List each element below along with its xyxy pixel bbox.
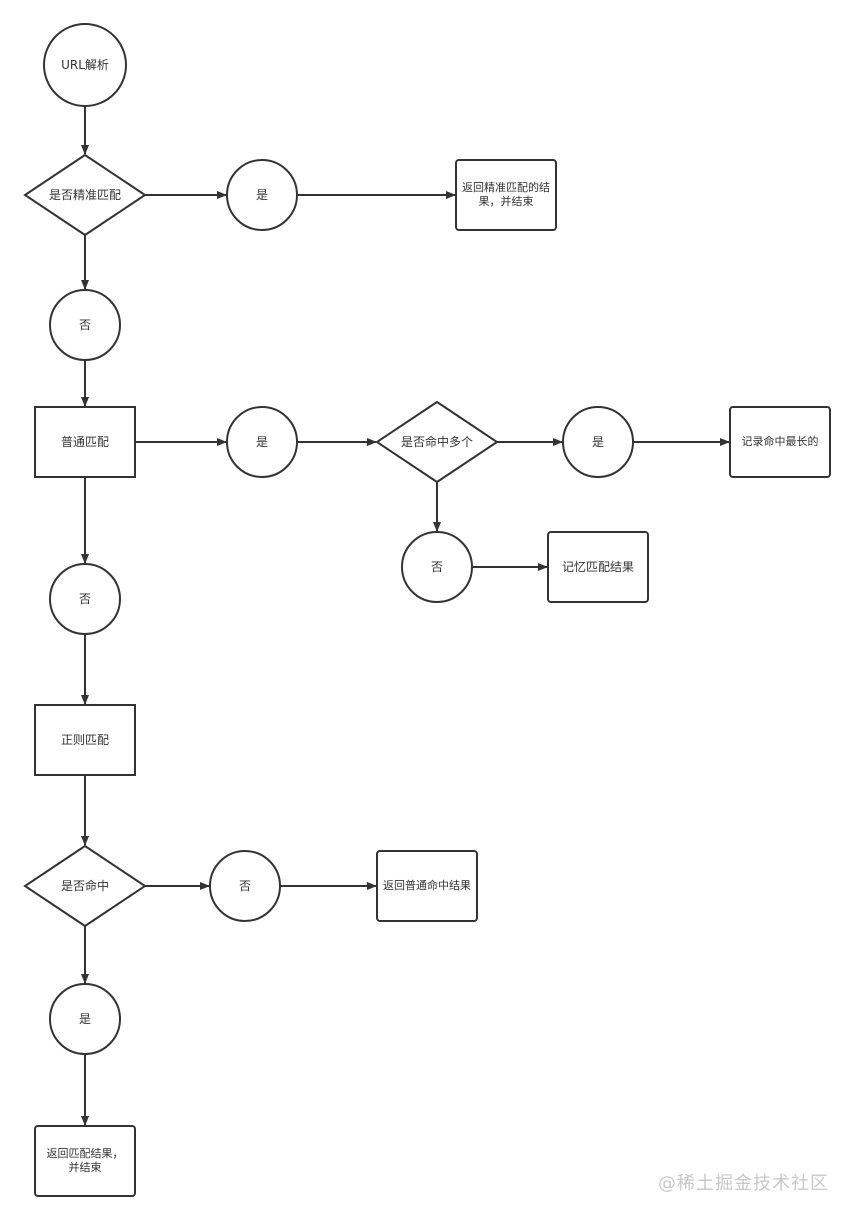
exact-yes-label: 是 — [255, 187, 268, 202]
watermark: @稀土掘金技术社区 — [658, 1173, 829, 1194]
normal-yes-label: 是 — [255, 434, 268, 449]
start-node-label: URL解析 — [61, 57, 109, 72]
normal-no-label: 否 — [78, 591, 91, 606]
record-longest-shape — [729, 406, 831, 478]
return-normal-label: 返回普通命中结果 — [383, 879, 471, 892]
return-match-label: 返回匹配结果，并结束 — [46, 1147, 124, 1174]
multi-no-label: 否 — [430, 559, 443, 574]
hit-no-label: 否 — [238, 878, 251, 893]
return-match-shape — [34, 1125, 136, 1197]
remember-shape — [547, 531, 649, 603]
normal-match-label: 普通匹配 — [60, 434, 109, 449]
return-normal-shape — [376, 850, 478, 922]
hit-yes-label: 是 — [78, 1011, 91, 1026]
regex-match-shape — [34, 704, 136, 776]
exact-result-label: 返回精准匹配的结果，并结束 — [462, 181, 550, 208]
multi-decision-label: 是否命中多个 — [400, 434, 473, 449]
exact-decision-label: 是否精准匹配 — [48, 187, 121, 202]
remember-label: 记忆匹配结果 — [561, 559, 634, 574]
exact-no-label: 否 — [78, 317, 91, 332]
exact-result-shape — [455, 159, 557, 231]
record-longest-label: 记录命中最长的 — [741, 435, 819, 448]
multi-yes-label: 是 — [591, 434, 604, 449]
hit-decision-label: 是否命中 — [60, 878, 109, 893]
regex-match-label: 正则匹配 — [60, 732, 109, 747]
